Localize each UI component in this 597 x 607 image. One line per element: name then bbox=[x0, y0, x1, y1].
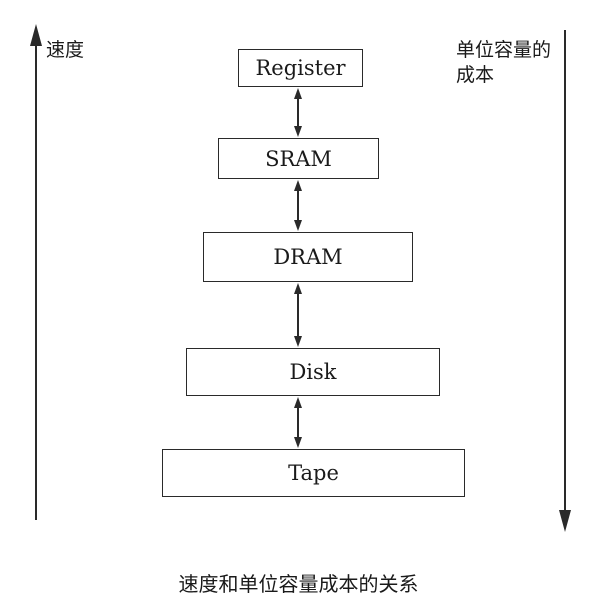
level-label-tape: Tape bbox=[288, 461, 339, 485]
level-box-disk: Disk bbox=[186, 348, 440, 396]
arrowhead-up bbox=[294, 88, 302, 99]
level-box-sram: SRAM bbox=[218, 138, 379, 179]
arrowhead-up bbox=[294, 180, 302, 191]
cost-axis-arrowhead bbox=[559, 510, 571, 532]
level-label-register: Register bbox=[255, 56, 346, 80]
speed-axis-arrowhead bbox=[30, 24, 42, 46]
level-label-sram: SRAM bbox=[265, 146, 332, 171]
level-label-disk: Disk bbox=[289, 360, 337, 384]
level-box-tape: Tape bbox=[162, 449, 465, 497]
arrowhead-down bbox=[294, 126, 302, 137]
arrowhead-down bbox=[294, 437, 302, 448]
bidirectional-arrow-4 bbox=[294, 397, 302, 448]
figure-caption: 速度和单位容量成本的关系 bbox=[178, 572, 419, 596]
arrowhead-up bbox=[294, 283, 302, 294]
level-label-dram: DRAM bbox=[273, 245, 343, 269]
speed-label: 速度 bbox=[46, 39, 85, 61]
bidirectional-arrow-3 bbox=[294, 283, 302, 347]
level-box-register: Register bbox=[238, 49, 363, 87]
arrowhead-down bbox=[294, 336, 302, 347]
bidirectional-arrow-2 bbox=[294, 180, 302, 231]
arrowhead-down bbox=[294, 220, 302, 231]
cost-per-capacity-label: 单位容量的成本 bbox=[456, 39, 552, 86]
arrowhead-up bbox=[294, 397, 302, 408]
bidirectional-arrow-1 bbox=[294, 88, 302, 137]
level-box-dram: DRAM bbox=[203, 232, 413, 282]
